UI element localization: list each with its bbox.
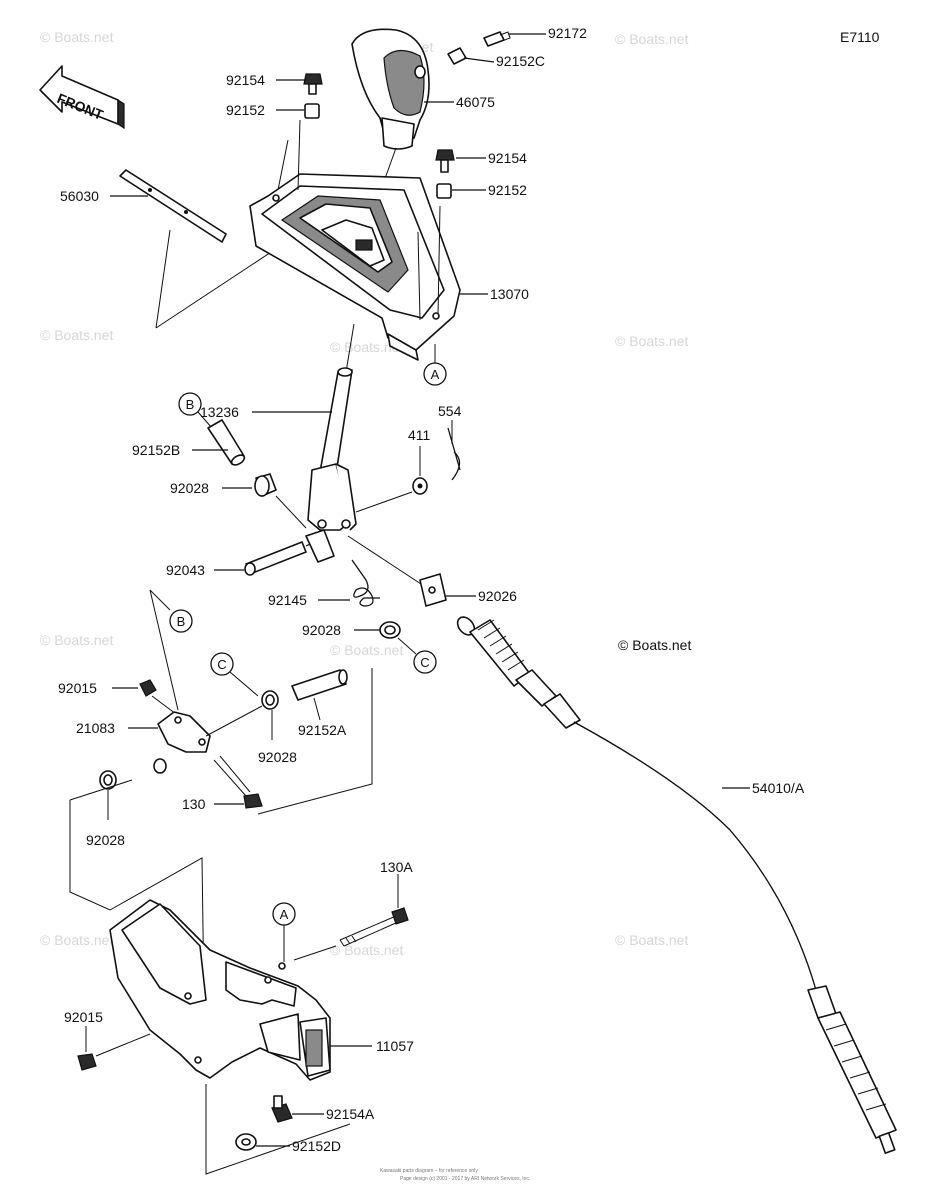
front-arrow-icon: FRONT [39,65,125,130]
ref-c-label: C [217,657,226,672]
part-label: 92154 [226,72,265,88]
watermark-dark: © Boats.net [618,637,691,653]
collar-92152A [291,669,348,721]
part-label: 92028 [258,749,297,765]
watermark: © Boats.net [330,642,403,658]
part-label: 21083 [76,720,115,736]
block-92026 [347,535,476,607]
part-label: 92015 [64,1009,103,1025]
part-label: 130 [182,796,206,812]
part-label: 13236 [200,404,239,420]
part-label: 411 [408,427,431,443]
watermarks: © Boats.net © Boats.net © Boats.net © Bo… [40,29,688,958]
collar-92152D [205,1084,351,1175]
bushing-92028-b: C [354,621,437,674]
bolt-92154A [271,1095,324,1123]
collar-92152-top [276,103,320,119]
part-label: 13070 [490,286,529,302]
collar [305,529,335,563]
collar-92152C [447,47,495,65]
part-label: 92015 [58,680,97,696]
bushing-92028-c [205,690,279,740]
part-label: 92154 [488,150,527,166]
part-labels: 92172 92152C 46075 92154 92152 92154 921… [58,25,805,1154]
part-label: 92154A [326,1106,375,1122]
pin-92043 [214,537,323,576]
ref-c-label: C [420,655,429,670]
ref-circle-c [210,652,234,676]
nut-92015-a [112,679,177,715]
part-label: 92152C [496,53,545,69]
watermark: © Boats.net [40,327,113,343]
part-label: 92172 [548,25,587,41]
ref-a-label: A [280,907,289,922]
part-label: 92028 [86,832,125,848]
bolt-92154-right [435,149,486,173]
watermark: © Boats.net [40,29,113,45]
screw-92172 [483,31,546,47]
watermark: © Boats.net [615,333,688,349]
shift-console-13070 [249,119,488,361]
nut-92015-b [77,1026,151,1071]
ref-circle-b [169,609,193,633]
watermark: © Boats.net [40,632,113,648]
part-label: 46075 [456,94,495,110]
bracket-21083 [128,711,211,753]
part-label: 92152A [298,722,347,738]
part-label: 92043 [166,562,205,578]
copyright-line: Kawasaki parts diagram – for reference o… [380,1168,478,1174]
part-label: 92152 [488,182,527,198]
bolt-130 [213,755,263,809]
part-label: 11057 [376,1038,414,1054]
watermark: © Boats.net [330,339,403,355]
part-label: 54010/A [752,780,805,796]
part-label: 92145 [268,592,307,608]
collar-92152-right [436,183,486,199]
pivot-bracket-11057 [109,899,372,1081]
part-label: 130A [380,859,413,875]
copyright-line: Page design (c) 2001 - 2017 by ARI Netwo… [400,1176,530,1182]
bushing-92028-a [222,473,307,529]
shift-lever-13236 [252,323,357,531]
part-label: 92152 [226,102,265,118]
part-label: 554 [438,403,462,419]
diagram-code: E7110 [840,29,880,45]
collar-92152B: B [178,392,246,466]
watermark: © Boats.net [615,932,688,948]
ref-b-label: B [186,397,195,412]
part-label: 92028 [170,480,209,496]
part-label: 92152D [292,1138,341,1154]
part-label: 92028 [302,622,341,638]
cotter-pin-554 [447,420,461,481]
watermark: © Boats.net [40,932,113,948]
washer-411 [355,446,428,513]
bolt-130A [293,874,409,961]
cable-54010A [456,616,897,1154]
ref-a-label: A [431,367,440,382]
part-label: 92026 [478,588,517,604]
bushing-92028-d [99,758,167,820]
part-label: 92152B [132,442,180,458]
spring-92145 [318,559,380,607]
part-label: 56030 [60,188,99,204]
bolt-92154-top [276,73,323,95]
ref-b-label: B [177,614,186,629]
watermark: © Boats.net [615,31,688,47]
assembly-outline [69,668,373,1001]
watermark: © Boats.net [330,942,403,958]
